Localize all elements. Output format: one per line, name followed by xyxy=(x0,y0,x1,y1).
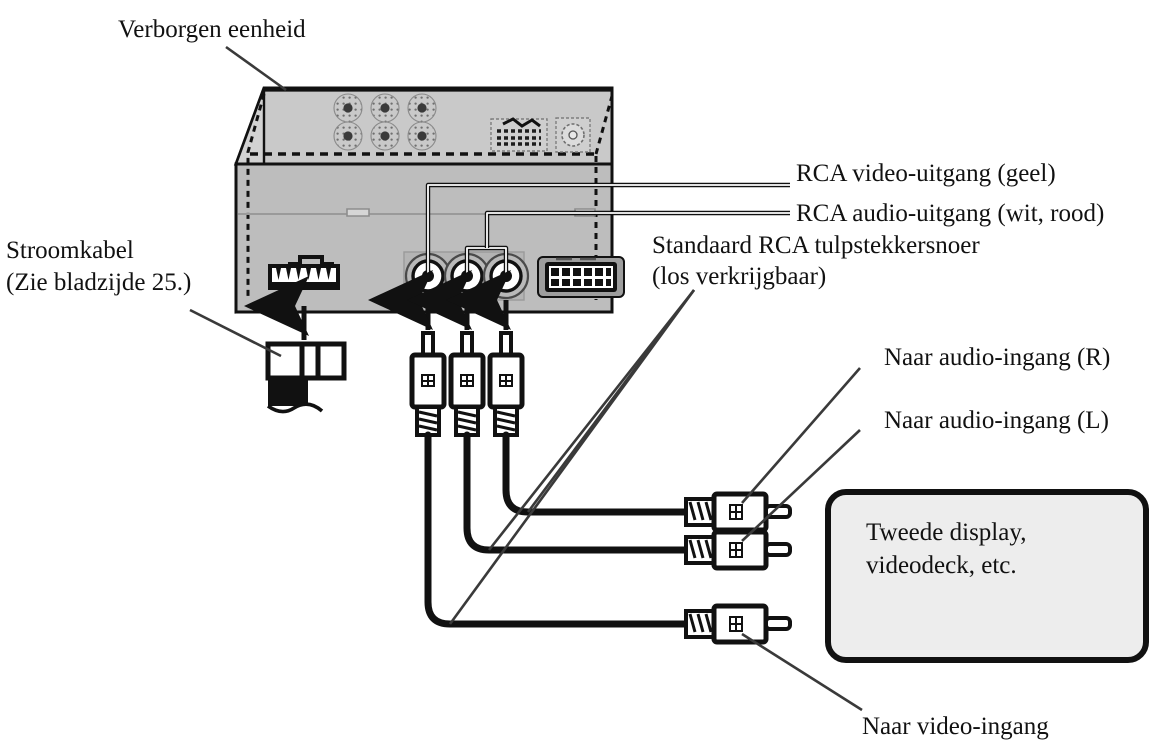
label-to-audio-in-l: Naar audio-ingang (L) xyxy=(884,407,1109,434)
label-device-box-line1: Tweede display, xyxy=(866,519,1027,546)
label-rca-video-out: RCA video-uitgang (geel) xyxy=(796,160,1056,187)
label-hidden-unit: Verborgen eenheid xyxy=(118,16,306,43)
label-rca-cord-line1: Standaard RCA tulpstekkersnoer xyxy=(652,232,980,259)
rca-plug-vertical-video xyxy=(409,331,447,437)
callout-leader-lines xyxy=(189,45,863,712)
power-cable-plug xyxy=(265,341,347,414)
insertion-arrows xyxy=(244,270,511,340)
label-rca-audio-out: RCA audio-uitgang (wit, rood) xyxy=(796,200,1105,227)
label-rca-cord-line2: (los verkrijgbaar) xyxy=(652,263,827,290)
jack-callout-leaders xyxy=(425,182,790,276)
unit-top-label-marks xyxy=(490,117,591,153)
unit-aux-connector xyxy=(537,256,625,298)
label-power-cable-line2: (Zie bladzijde 25.) xyxy=(6,269,192,296)
label-power-cable-line1: Stroomkabel xyxy=(6,237,134,264)
label-device-box-line2: videodeck, etc. xyxy=(866,552,1017,579)
rca-plug-vertical-audio-r xyxy=(487,331,525,437)
rca-cable-runs xyxy=(424,431,690,628)
unit-top-vent-holes xyxy=(333,93,437,151)
rca-plug-vertical-audio-l xyxy=(448,331,486,437)
rca-plug-horizontal-audio-r xyxy=(684,491,792,533)
external-device-box xyxy=(825,489,1149,663)
rca-plug-horizontal-video xyxy=(684,603,792,645)
label-to-audio-in-r: Naar audio-ingang (R) xyxy=(884,344,1111,371)
label-to-video-in: Naar video-ingang xyxy=(862,713,1049,740)
rca-plug-horizontal-audio-l xyxy=(684,529,792,571)
